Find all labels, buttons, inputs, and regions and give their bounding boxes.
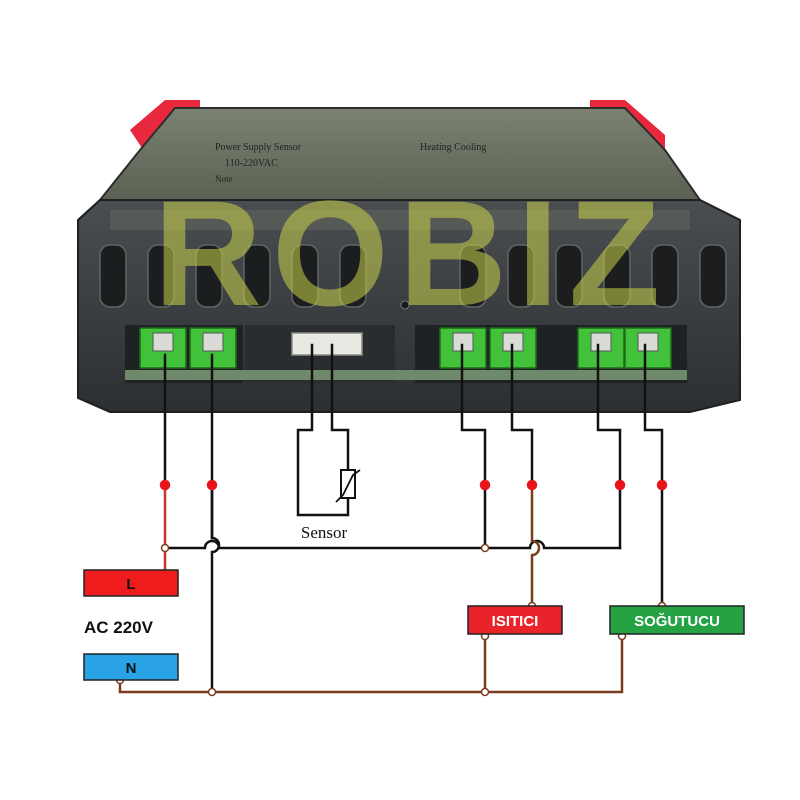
junction-dot — [656, 479, 668, 491]
junction-dot — [207, 687, 217, 697]
vent-slots — [99, 244, 727, 308]
heater-label: ISITICI — [492, 613, 539, 630]
device-top-text-4: Note — [215, 174, 233, 184]
cooler-box: SOĞUTUCU — [609, 605, 745, 635]
vent-slot — [243, 244, 271, 308]
wire-sensor-right — [330, 343, 350, 472]
sensor-label: Sensor — [301, 523, 348, 542]
cooler-label: SOĞUTUCU — [634, 612, 720, 630]
circuit-board-strip — [125, 370, 687, 380]
wire-sensor-left — [296, 343, 350, 517]
vent-slot — [603, 244, 631, 308]
junction-dot — [480, 687, 490, 697]
terminal-screw — [590, 332, 612, 352]
controller-device: Power Supply Sensor 110-220VAC Heating C… — [77, 100, 741, 413]
thermistor-symbol — [335, 469, 361, 503]
neutral-terminal-label: N — [126, 660, 137, 677]
device-front-lip — [110, 210, 690, 230]
sensor-connector — [291, 332, 363, 356]
vent-slot — [291, 244, 319, 308]
junction-dot — [480, 543, 490, 553]
vent-slot — [651, 244, 679, 308]
vent-slot — [99, 244, 127, 308]
junction-dot — [526, 479, 538, 491]
wire-neutral-bus — [118, 634, 624, 694]
vent-slot — [699, 244, 727, 308]
junction-dot — [479, 479, 491, 491]
junction-dot — [614, 479, 626, 491]
vent-slot — [195, 244, 223, 308]
vent-slot — [459, 244, 487, 308]
vent-slot — [339, 244, 367, 308]
junction-dot — [160, 543, 170, 553]
wire-cool-out — [643, 343, 664, 608]
terminal-screw — [202, 332, 224, 352]
wire-heat-out-brown — [530, 483, 541, 608]
vent-slot — [507, 244, 535, 308]
voltage-label: AC 220V — [84, 618, 154, 637]
device-top-text-2: 110-220VAC — [225, 158, 278, 169]
wire-neutral-down — [210, 483, 221, 694]
junction-dot — [159, 479, 171, 491]
neutral-terminal-box: N — [83, 653, 179, 681]
device-top-text-1: Power Supply Sensor — [215, 142, 302, 153]
terminal-screw — [152, 332, 174, 352]
heater-box: ISITICI — [467, 605, 563, 635]
vent-slot — [555, 244, 583, 308]
line-terminal-box: L — [83, 569, 179, 597]
device-screw — [400, 300, 410, 310]
terminal-screw — [637, 332, 659, 352]
line-terminal-label: L — [126, 576, 135, 593]
vent-slot — [147, 244, 175, 308]
watermark-text: ROBIZ — [154, 169, 671, 337]
wire-heat-out — [510, 343, 534, 487]
wire-line-bus — [163, 539, 622, 550]
junction-dot — [206, 479, 218, 491]
junction-dots — [115, 479, 668, 697]
device-top-text-3: Heating Cooling — [420, 142, 486, 153]
